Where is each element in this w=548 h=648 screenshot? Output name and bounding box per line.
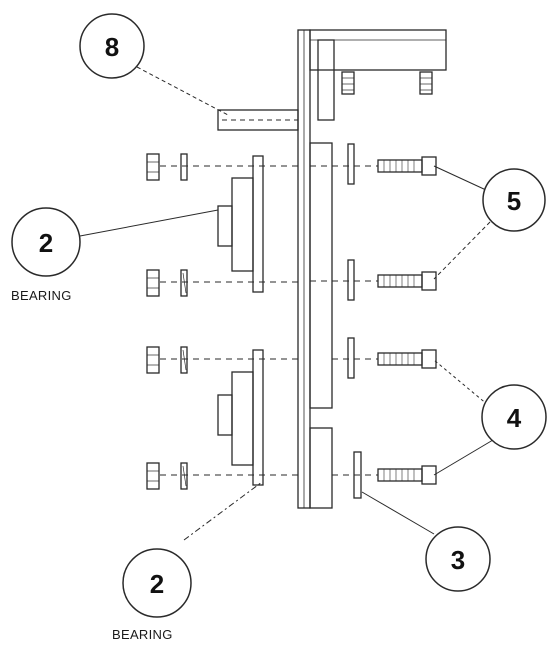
leader-lines <box>79 66 499 541</box>
callout-3: 3 <box>425 526 491 592</box>
callout-8-number: 8 <box>105 32 119 62</box>
callout-5: 5 <box>482 168 546 232</box>
nut-4 <box>146 462 160 490</box>
callout-2-top-number: 2 <box>39 228 53 258</box>
washer-1 <box>180 153 188 181</box>
bolt-5-lower <box>377 271 437 291</box>
leader-8 <box>136 66 229 116</box>
bolt-4-lower <box>377 465 437 485</box>
leader-3 <box>361 491 435 535</box>
callout-8: 8 <box>79 13 145 79</box>
callout-2-bottom: 2 <box>122 548 192 618</box>
right-washers <box>347 143 362 499</box>
part-8-bar <box>217 109 299 131</box>
leader-2-top <box>79 209 219 237</box>
leader-2-bottom <box>183 481 263 541</box>
callout-5-number: 5 <box>507 186 521 216</box>
washer-4 <box>180 462 188 490</box>
callout-4: 4 <box>481 384 547 450</box>
bearing-label-top: BEARING <box>11 288 72 303</box>
bolt-4-upper <box>377 349 437 369</box>
leader-4-upper <box>433 359 489 406</box>
leader-5-lower <box>433 221 491 280</box>
washer-2 <box>180 269 188 297</box>
nut-2 <box>146 269 160 297</box>
spacer-blocks <box>309 142 333 509</box>
top-bolt-right <box>419 71 433 95</box>
callout-2-top: 2 <box>11 207 81 277</box>
nut-1 <box>146 153 160 181</box>
callout-2-bottom-number: 2 <box>150 569 164 599</box>
leader-4-lower <box>433 436 499 476</box>
callout-4-number: 4 <box>507 403 522 433</box>
main-plate <box>297 29 311 509</box>
lower-bearing-assembly <box>146 346 300 490</box>
top-arm <box>309 29 447 121</box>
top-bolt-left <box>341 71 355 95</box>
bearing-label-bottom: BEARING <box>112 627 173 642</box>
right-axis-lines <box>310 165 378 476</box>
washer-3 <box>180 346 188 374</box>
nut-3 <box>146 346 160 374</box>
leader-5-upper <box>433 165 487 191</box>
upper-bearing-assembly <box>146 153 300 297</box>
callout-3-number: 3 <box>451 545 465 575</box>
bolt-5-upper <box>377 156 437 176</box>
